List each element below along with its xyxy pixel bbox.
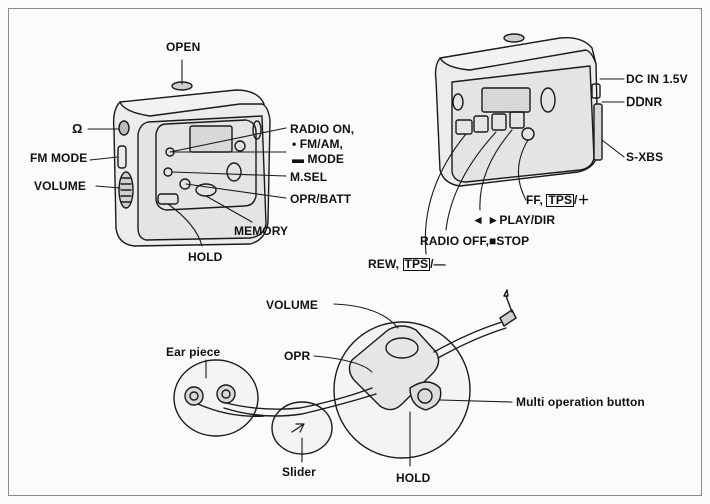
- play-dir-label: ◄ ►PLAY/DIR: [472, 213, 556, 227]
- mode-label: ▬ MODE: [292, 152, 344, 166]
- ff-suffix: /＋: [574, 193, 590, 207]
- volume-player-label: VOLUME: [34, 179, 86, 193]
- player-angled-view: [434, 33, 603, 187]
- rew-suffix: /—: [430, 257, 446, 271]
- figure-border: [8, 8, 702, 496]
- dc-in-label: DC IN 1.5V: [626, 72, 688, 86]
- opr-batt-label: OPR/BATT: [290, 192, 352, 206]
- tps-box-ff: TPS: [546, 193, 575, 207]
- remote-leader-lines: [205, 303, 513, 467]
- opr-label: OPR: [284, 349, 311, 363]
- remote-assembly: [173, 289, 517, 459]
- rew-prefix: REW,: [368, 257, 403, 271]
- dnr-label: ⅮⅮNR: [626, 95, 663, 109]
- player2-leader-lines: [424, 78, 625, 255]
- slider-label: Slider: [282, 465, 316, 479]
- tps-box-rew: TPS: [402, 257, 431, 271]
- rew-label: REW, TPS/—: [368, 257, 446, 271]
- ear-piece-label: Ear piece: [166, 345, 221, 359]
- sxbs-label: S-XBS: [626, 150, 664, 164]
- fm-am-label: • FM/AM,: [292, 137, 343, 151]
- ff-label: FF, TPS/＋: [526, 193, 590, 207]
- fm-mode-label: FM MODE: [30, 151, 88, 165]
- multi-operation-button-label: Multi operation button: [516, 395, 645, 409]
- msel-label: M.SEL: [290, 170, 328, 184]
- volume-remote-label: VOLUME: [266, 298, 318, 312]
- open-label: OPEN: [166, 40, 201, 54]
- headphone-icon: Ω: [72, 121, 83, 136]
- hold-remote-label: HOLD: [396, 471, 431, 485]
- memory-label: MEMORY: [234, 224, 289, 238]
- radio-off-stop-label: RADIO OFF,■STOP: [420, 234, 530, 248]
- ff-prefix: FF,: [526, 193, 547, 207]
- hold-player-label: HOLD: [188, 250, 223, 264]
- player-leader-lines: [87, 59, 287, 247]
- player-front-view: [112, 81, 271, 247]
- radio-on-label: RADIO ON,: [290, 122, 355, 136]
